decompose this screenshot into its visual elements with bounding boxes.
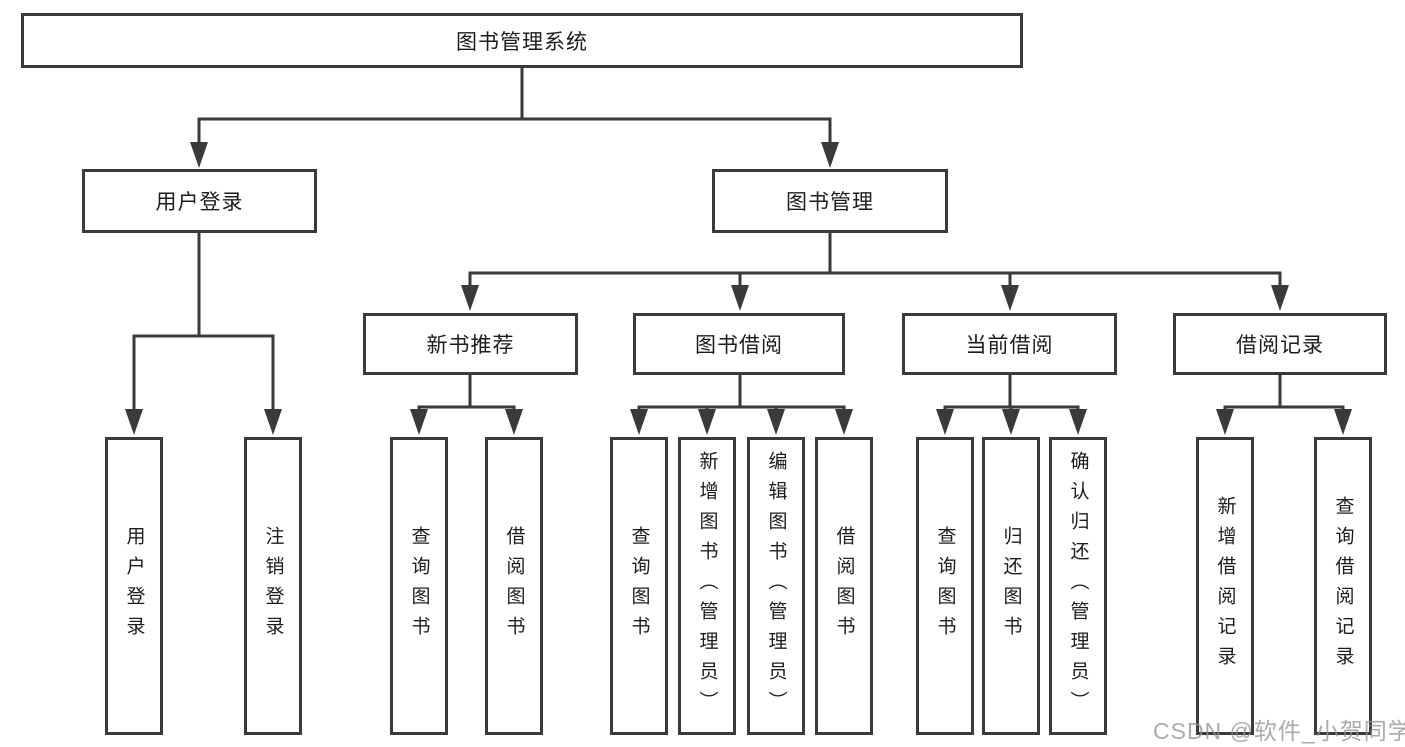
leaf-user-login-label: 用户登录 xyxy=(123,526,145,646)
leaf-confirm-return-admin-label: 确认归还（管理员） xyxy=(1067,451,1089,721)
leaf-query-books: 查询图书 xyxy=(390,437,448,735)
node-borrowing-records-label: 借阅记录 xyxy=(1236,334,1324,357)
leaf-logout: 注销登录 xyxy=(244,437,302,735)
node-new-book-recommend-label: 新书推荐 xyxy=(426,334,515,357)
leaf-add-borrow-record: 新增借阅记录 xyxy=(1196,437,1254,735)
node-book-borrowing-label: 图书借阅 xyxy=(695,334,783,357)
leaf-add-books-admin-label: 新增图书（管理员） xyxy=(696,451,718,721)
csdn-watermark: CSDN @软件_小贺同学 xyxy=(1153,718,1405,744)
leaf-borrow-books: 借阅图书 xyxy=(485,437,543,735)
node-book-management-label: 图书管理 xyxy=(786,191,874,214)
leaf-borrow-books-2-label: 借阅图书 xyxy=(833,526,855,646)
node-borrowing-records: 借阅记录 xyxy=(1173,313,1387,375)
leaf-query-books-3-label: 查询图书 xyxy=(934,526,956,646)
leaf-borrow-books-2: 借阅图书 xyxy=(815,437,873,735)
leaf-query-books-2: 查询图书 xyxy=(610,437,668,735)
leaf-logout-label: 注销登录 xyxy=(262,526,284,646)
node-current-borrowing-label: 当前借阅 xyxy=(965,334,1054,357)
leaf-user-login: 用户登录 xyxy=(105,437,163,735)
node-book-management: 图书管理 xyxy=(712,169,948,233)
arrowheads xyxy=(125,142,1352,435)
leaf-query-books-label: 查询图书 xyxy=(408,526,430,646)
leaf-query-borrow-record-label: 查询借阅记录 xyxy=(1332,496,1354,676)
node-book-borrowing: 图书借阅 xyxy=(633,313,845,375)
node-new-book-recommend: 新书推荐 xyxy=(363,313,578,375)
node-user-login-label: 用户登录 xyxy=(155,191,244,214)
leaf-edit-books-admin-label: 编辑图书（管理员） xyxy=(765,451,787,721)
leaf-add-books-admin: 新增图书（管理员） xyxy=(678,437,736,735)
leaf-return-books-label: 归还图书 xyxy=(1000,526,1022,646)
node-user-login: 用户登录 xyxy=(82,169,317,233)
leaf-query-borrow-record: 查询借阅记录 xyxy=(1314,437,1372,735)
node-root-system: 图书管理系统 xyxy=(21,13,1023,68)
leaf-borrow-books-label: 借阅图书 xyxy=(503,526,525,646)
leaf-query-books-2-label: 查询图书 xyxy=(628,526,650,646)
node-root-label: 图书管理系统 xyxy=(456,30,588,54)
node-current-borrowing: 当前借阅 xyxy=(902,313,1117,375)
leaf-edit-books-admin: 编辑图书（管理员） xyxy=(747,437,805,735)
leaf-confirm-return-admin: 确认归还（管理员） xyxy=(1049,437,1107,735)
leaf-add-borrow-record-label: 新增借阅记录 xyxy=(1214,496,1236,676)
leaf-return-books: 归还图书 xyxy=(982,437,1040,735)
leaf-query-books-3: 查询图书 xyxy=(916,437,974,735)
